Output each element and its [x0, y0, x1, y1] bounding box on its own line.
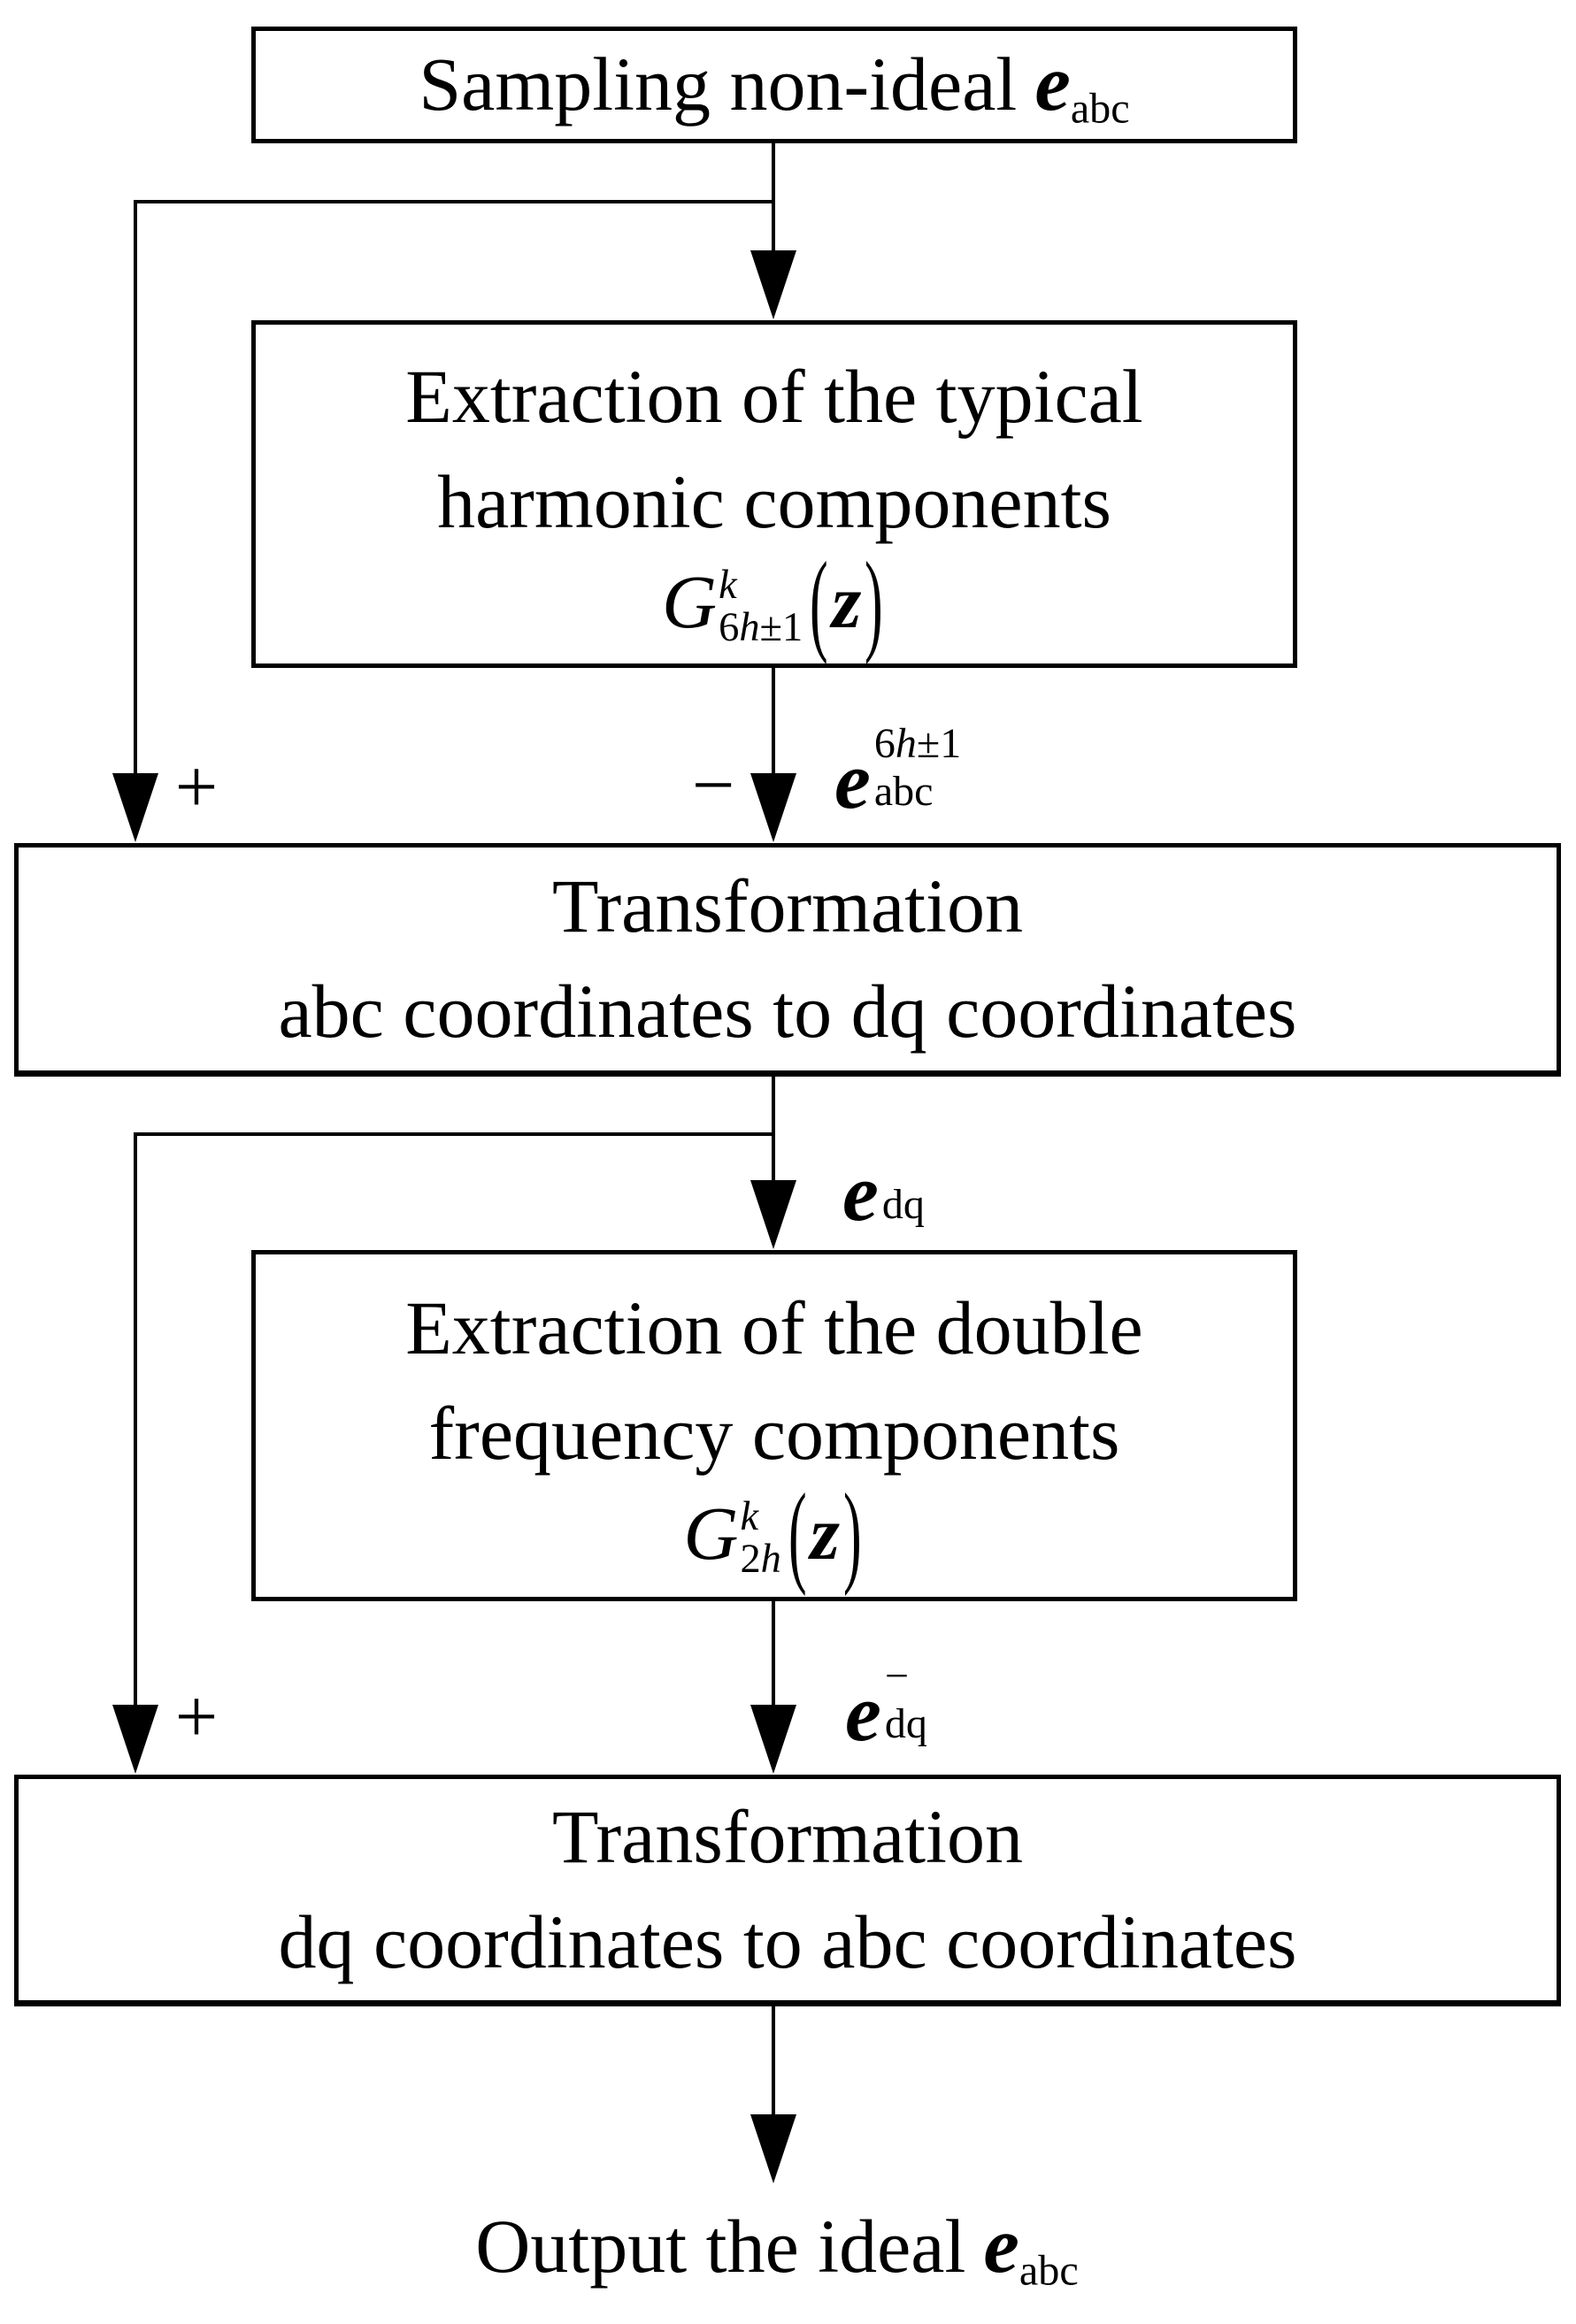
- e-symbol: e: [842, 1147, 879, 1238]
- plus-sign-top: +: [174, 744, 219, 829]
- e-subscript-abc: abc: [1070, 84, 1130, 132]
- abc2dq-line2: abc coordinates to dq coordinates: [278, 969, 1297, 1054]
- formula-base-G: G: [661, 559, 718, 645]
- formula-supsub-stack: k 6h±1: [719, 562, 803, 651]
- label-e-abc-6h: e 6h±1 abc: [834, 721, 961, 832]
- extract-harmonic-line2: harmonic components: [437, 459, 1111, 545]
- e-subscript-dq: dq: [884, 1700, 927, 1748]
- e-supsub-stack: − dq: [884, 1653, 927, 1748]
- box-extract-harmonic: Extraction of the typical harmonic compo…: [251, 320, 1297, 668]
- minus-sign: −: [691, 742, 735, 827]
- e-symbol: e: [834, 735, 871, 825]
- box-transform-dq-to-abc: Transformation dq coordinates to abc coo…: [14, 1775, 1561, 2006]
- dq2abc-line2: dq coordinates to abc coordinates: [278, 1899, 1297, 1984]
- extract-double-line1: Extraction of the double: [405, 1285, 1143, 1371]
- sub-num: 2: [740, 1537, 761, 1583]
- box-extract-double: Extraction of the double frequency compo…: [251, 1250, 1297, 1601]
- sup-num: 6: [873, 720, 896, 767]
- formula-arg-z: z: [831, 559, 862, 645]
- formula-base-G: G: [683, 1491, 739, 1576]
- e-symbol: e: [1034, 37, 1071, 127]
- arrowhead-into-extract2: [750, 1180, 796, 1249]
- formula-subscript-6h1: 6h±1: [719, 605, 803, 651]
- e-superscript-minus: −: [884, 1653, 909, 1699]
- sub-var: h: [739, 605, 760, 651]
- extract-double-line2: frequency components: [428, 1391, 1120, 1476]
- arrowhead-into-extract1: [750, 250, 796, 319]
- formula-superscript-k: k: [740, 1493, 759, 1539]
- output-label: Output the ideal: [475, 2204, 966, 2289]
- arrowhead-into-dq2abc: [750, 1705, 796, 1774]
- sup-var: h: [895, 720, 917, 767]
- sub-rest: ±1: [759, 605, 803, 651]
- sub-num: 6: [719, 605, 740, 651]
- formula-supsub-stack: k 2h: [740, 1493, 781, 1583]
- close-paren: ): [865, 538, 883, 666]
- formula-g-6h: G k 6h±1 ( z ): [661, 545, 887, 659]
- e-subscript-abc: abc: [873, 768, 934, 816]
- formula-superscript-k: k: [719, 562, 737, 608]
- e-supsub-stack: 6h±1 abc: [873, 720, 962, 816]
- label-e-dq: e dq: [842, 1152, 925, 1233]
- formula-subscript-2h: 2h: [740, 1537, 781, 1583]
- e-symbol: e: [845, 1668, 881, 1758]
- sub-var: h: [760, 1537, 781, 1583]
- e-symbol: e: [983, 2200, 1019, 2289]
- label-e-dq-neg: e − dq: [845, 1653, 927, 1765]
- arrowhead-into-output: [750, 2114, 796, 2183]
- open-paren: (: [788, 1469, 807, 1598]
- close-paren: ): [843, 1469, 862, 1598]
- e-superscript-6h1: 6h±1: [873, 720, 962, 767]
- open-paren: (: [810, 538, 828, 666]
- sup-rest: ±1: [916, 720, 962, 767]
- arrowhead-into-abc2dq: [750, 773, 796, 842]
- feedback-line-top: [134, 200, 773, 775]
- arrowhead-feedback-bottom: [112, 1705, 158, 1774]
- plus-sign-bottom: +: [174, 1674, 219, 1759]
- formula-g-2h: G k 2h ( z ): [683, 1476, 865, 1591]
- feedback-line-bottom: [134, 1132, 773, 1707]
- dq2abc-line1: Transformation: [552, 1794, 1023, 1880]
- formula-arg-z: z: [810, 1491, 840, 1576]
- abc2dq-line1: Transformation: [552, 863, 1023, 949]
- e-subscript-abc: abc: [1019, 2247, 1079, 2295]
- arrowhead-feedback-top: [112, 773, 158, 842]
- box-transform-abc-to-dq: Transformation abc coordinates to dq coo…: [14, 843, 1561, 1077]
- sampling-text: Sampling non-ideal: [419, 41, 1018, 127]
- e-subscript-dq: dq: [881, 1181, 925, 1228]
- extract-harmonic-line1: Extraction of the typical: [405, 354, 1143, 440]
